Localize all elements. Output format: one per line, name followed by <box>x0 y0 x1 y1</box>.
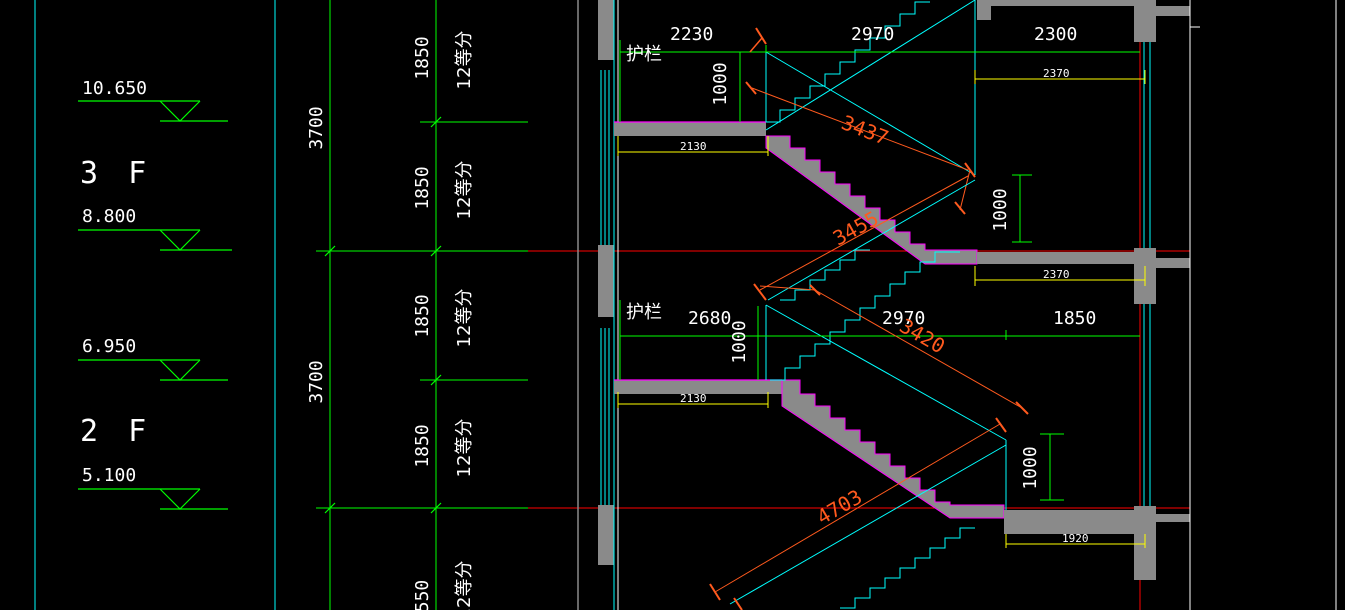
lower-landing-right: 1920 <box>1062 532 1089 545</box>
upper-landing-left: 2130 <box>680 140 707 153</box>
steps-label-1: 12等分 <box>454 31 475 90</box>
right-wall <box>1134 0 1337 610</box>
upper-dim-mid: 2970 <box>851 24 894 45</box>
elevation-10650: 10.650 <box>82 78 147 99</box>
elevation-8800: 8.800 <box>82 206 136 227</box>
upper-landing-right-top: 2370 <box>1043 67 1070 80</box>
lower-rail-height-left: 1000 <box>729 320 750 363</box>
upper-landing-right-bottom: 2370 <box>1043 268 1070 281</box>
lower-dim-right: 1850 <box>1053 308 1096 329</box>
flight-height-2: 1850 <box>412 166 433 209</box>
steps-label-4: 12等分 <box>454 419 475 478</box>
steps-label-2: 12等分 <box>454 161 475 220</box>
upper-incline-a: 3437 <box>838 110 892 150</box>
upper-rail-height-left: 1000 <box>710 62 731 105</box>
level-marker <box>159 100 201 122</box>
lower-rail-height-right: 1000 <box>1020 446 1041 489</box>
upper-dim-left: 2230 <box>670 24 713 45</box>
steps-label-5: 12等分 <box>454 561 475 610</box>
upper-stair-flights: 2230 2970 2300 护栏 1000 1000 2130 2370 23… <box>614 0 1146 301</box>
elevation-6950: 6.950 <box>82 336 136 357</box>
dimension-tick-markers <box>709 27 1029 610</box>
upper-rail-height-right: 1000 <box>990 188 1011 231</box>
lower-stair-flights: 2680 2970 1850 护栏 1000 1000 2130 1920 34… <box>614 251 1146 609</box>
elevation-5100: 5.100 <box>82 465 136 486</box>
floor-label-2f: 2 F <box>80 414 152 449</box>
level-column: 10.650 3 F 8.800 6.950 2 F 5.100 <box>34 0 276 610</box>
storey-height-upper: 3700 <box>306 106 327 149</box>
flight-height-5: 550 <box>412 580 433 610</box>
storey-height-lower: 3700 <box>306 360 327 403</box>
upper-dim-right: 2300 <box>1034 24 1077 45</box>
lower-dim-left: 2680 <box>688 308 731 329</box>
level-marker <box>159 488 201 510</box>
lower-incline-b: 4703 <box>813 484 867 529</box>
flight-height-1: 1850 <box>412 36 433 79</box>
flight-height-3: 1850 <box>412 294 433 337</box>
steps-label-3: 12等分 <box>454 289 475 348</box>
level-marker <box>159 229 201 251</box>
floor-label-3f: 3 F <box>80 156 152 191</box>
left-wall <box>577 0 619 610</box>
level-marker <box>159 359 201 381</box>
flight-height-4: 1850 <box>412 424 433 467</box>
railing-label-lower: 护栏 <box>626 302 662 323</box>
lower-dim-mid: 2970 <box>882 308 925 329</box>
vertical-dimensions: 3700 3700 1850 1850 1850 1850 550 12等分 1… <box>306 0 580 610</box>
railing-label-upper: 护栏 <box>626 44 662 65</box>
lower-landing-left: 2130 <box>680 392 707 405</box>
